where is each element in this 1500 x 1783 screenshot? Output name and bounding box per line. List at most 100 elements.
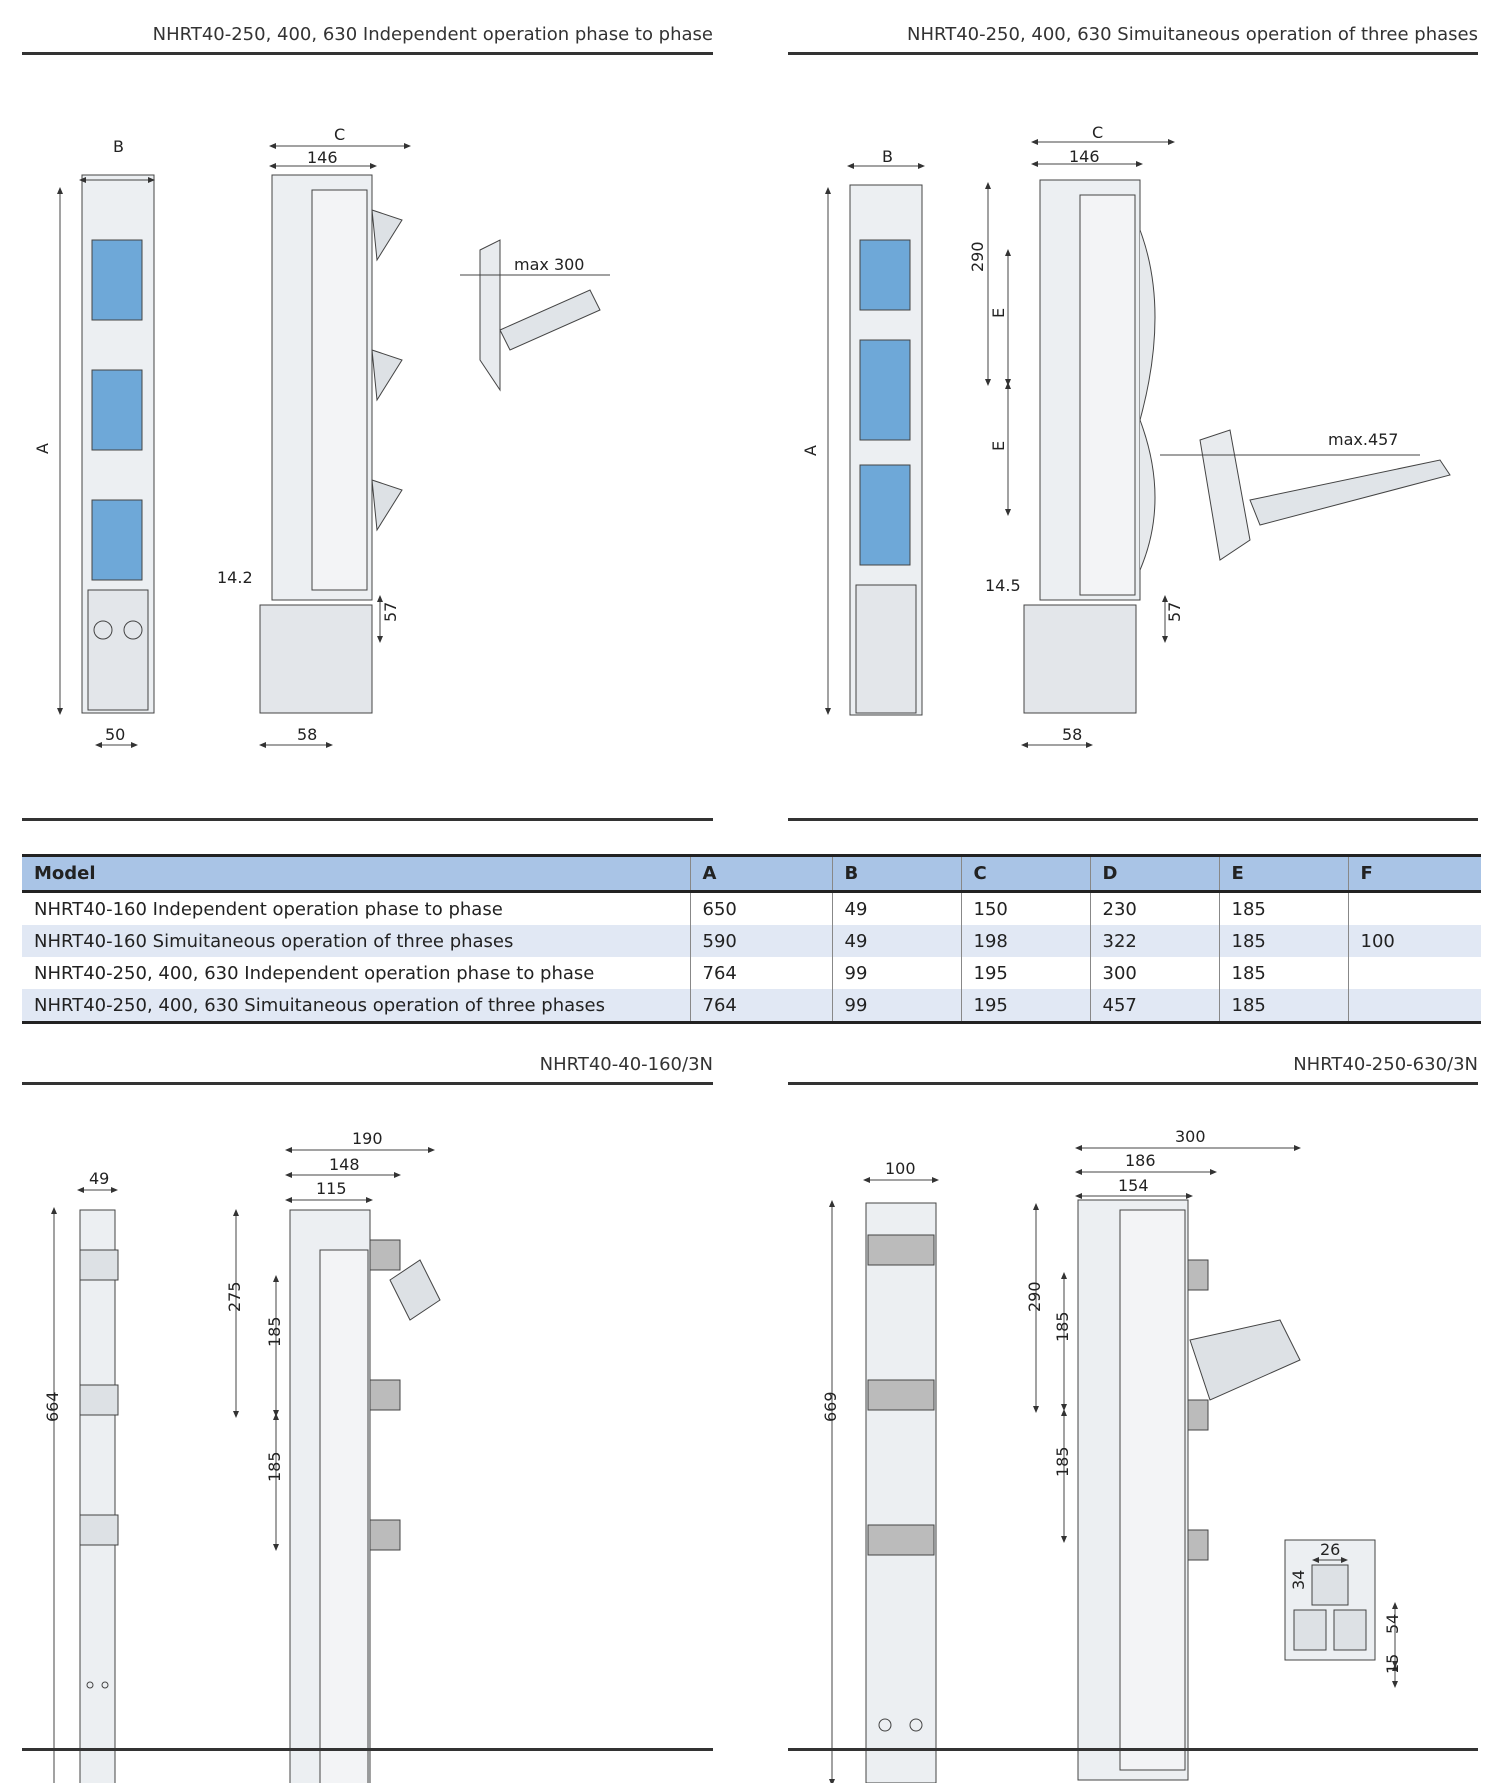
- svg-text:57: 57: [1165, 602, 1184, 622]
- table-row: NHRT40-160 Independent operation phase t…: [22, 891, 1481, 925]
- front-view-br: [865, 1202, 937, 1783]
- cell-d: 457: [1089, 989, 1219, 1024]
- title-top-left: NHRT40-250, 400, 630 Independent operati…: [152, 24, 713, 45]
- svg-text:190: 190: [352, 1129, 383, 1148]
- terminal-detail-br: [1284, 1539, 1376, 1661]
- title-bottom-left: NHRT40-40-160/3N: [539, 1054, 713, 1075]
- front-view-tl: [81, 174, 155, 714]
- cell-e: 185: [1218, 957, 1348, 989]
- rule-top-left: [22, 52, 713, 55]
- svg-text:58: 58: [1062, 725, 1082, 744]
- table-row: NHRT40-250, 400, 630 Independent operati…: [22, 957, 1481, 989]
- svg-text:max 300: max 300: [514, 255, 584, 274]
- svg-text:58: 58: [297, 725, 317, 744]
- cell-c: 195: [960, 957, 1090, 989]
- cell-e: 185: [1218, 925, 1348, 957]
- cell-c: 198: [960, 925, 1090, 957]
- side-view-br: [1077, 1199, 1301, 1781]
- header-e: E: [1218, 854, 1348, 893]
- table-row: NHRT40-250, 400, 630 Simuitaneous operat…: [22, 989, 1481, 1024]
- rule-bottom-right: [788, 1082, 1478, 1085]
- table-header-row: Model A B C D E F: [22, 854, 1481, 893]
- cell-a: 650: [689, 891, 832, 925]
- cell-b: 49: [831, 925, 961, 957]
- svg-text:146: 146: [1069, 147, 1100, 166]
- header-model: Model: [22, 854, 690, 893]
- svg-text:50: 50: [1320, 1780, 1340, 1783]
- svg-text:185: 185: [1053, 1446, 1072, 1477]
- cell-b: 99: [831, 957, 961, 989]
- header-a: A: [689, 854, 832, 893]
- svg-text:14.5: 14.5: [985, 576, 1021, 595]
- svg-text:275: 275: [225, 1281, 244, 1312]
- svg-text:C: C: [334, 125, 345, 144]
- rule-mid-left: [22, 818, 713, 821]
- cell-a: 764: [689, 957, 832, 989]
- svg-text:185: 185: [265, 1316, 284, 1347]
- svg-text:max.457: max.457: [1328, 430, 1398, 449]
- svg-text:669: 669: [821, 1391, 840, 1422]
- svg-text:50: 50: [105, 725, 125, 744]
- side-view-tr: [1023, 179, 1156, 714]
- svg-text:C: C: [1092, 123, 1103, 142]
- svg-text:E: E: [989, 441, 1008, 451]
- cell-d: 322: [1089, 925, 1219, 957]
- cell-d: 300: [1089, 957, 1219, 989]
- svg-text:290: 290: [1025, 1281, 1044, 1312]
- svg-text:A: A: [33, 443, 52, 454]
- rule-mid-right: [788, 818, 1478, 821]
- svg-text:E: E: [989, 308, 1008, 318]
- header-c: C: [960, 854, 1090, 893]
- side-view-bl: [289, 1209, 441, 1783]
- svg-text:34: 34: [1289, 1570, 1308, 1590]
- drawing-top: B A C 146 max 300 14.2 57 50 58 B A C 14…: [33, 123, 1451, 748]
- rule-bottom-end-left: [22, 1748, 713, 1751]
- svg-text:50: 50: [890, 1780, 910, 1783]
- title-bottom-right: NHRT40-250-630/3N: [1293, 1054, 1478, 1075]
- front-view-bl: [79, 1209, 119, 1783]
- svg-text:115: 115: [316, 1179, 347, 1198]
- svg-text:186: 186: [1125, 1151, 1156, 1170]
- cell-a: 764: [689, 989, 832, 1024]
- svg-text:154: 154: [1118, 1176, 1149, 1195]
- svg-text:290: 290: [968, 241, 987, 272]
- svg-text:B: B: [113, 137, 124, 156]
- cell-model: NHRT40-250, 400, 630 Simuitaneous operat…: [22, 989, 690, 1024]
- svg-text:300: 300: [1175, 1127, 1206, 1146]
- drawing-bottom: 49 190 148 115 275 185 185 664 100 300 1…: [43, 1127, 1402, 1783]
- svg-text:A: A: [801, 445, 820, 456]
- header-f: F: [1347, 854, 1481, 893]
- svg-text:15: 15: [1383, 1654, 1402, 1674]
- table-row: NHRT40-160 Simuitaneous operation of thr…: [22, 925, 1481, 957]
- svg-text:57: 57: [381, 602, 400, 622]
- svg-text:146: 146: [307, 148, 338, 167]
- svg-text:14.2: 14.2: [217, 568, 253, 587]
- handle-detail-tr: [1160, 429, 1451, 561]
- cell-c: 150: [960, 891, 1090, 925]
- front-view-tr: [849, 184, 923, 716]
- rule-top-right: [788, 52, 1478, 55]
- svg-text:100: 100: [885, 1159, 916, 1178]
- title-top-right: NHRT40-250, 400, 630 Simuitaneous operat…: [907, 24, 1478, 45]
- svg-text:26: 26: [1320, 1540, 1340, 1559]
- svg-text:B: B: [882, 147, 893, 166]
- svg-text:54: 54: [1383, 1614, 1402, 1634]
- svg-text:49: 49: [89, 1169, 109, 1188]
- svg-text:664: 664: [43, 1391, 62, 1422]
- cell-e: 185: [1218, 891, 1348, 925]
- cell-d: 230: [1089, 891, 1219, 925]
- header-d: D: [1089, 854, 1219, 893]
- rule-bottom-end-right: [788, 1748, 1478, 1751]
- cell-model: NHRT40-160 Independent operation phase t…: [34, 898, 503, 920]
- svg-text:185: 185: [1053, 1311, 1072, 1342]
- svg-text:185: 185: [265, 1451, 284, 1482]
- svg-text:148: 148: [329, 1155, 360, 1174]
- spec-table: Model A B C D E F NHRT40-160 Independent…: [22, 854, 1481, 1024]
- cell-b: 99: [831, 989, 961, 1024]
- svg-text:58: 58: [1120, 1780, 1140, 1783]
- cell-f: 100: [1347, 925, 1481, 957]
- cell-f: [1347, 891, 1481, 925]
- cell-model: NHRT40-160 Simuitaneous operation of thr…: [22, 925, 690, 957]
- cell-b: 49: [831, 891, 961, 925]
- header-b: B: [831, 854, 961, 893]
